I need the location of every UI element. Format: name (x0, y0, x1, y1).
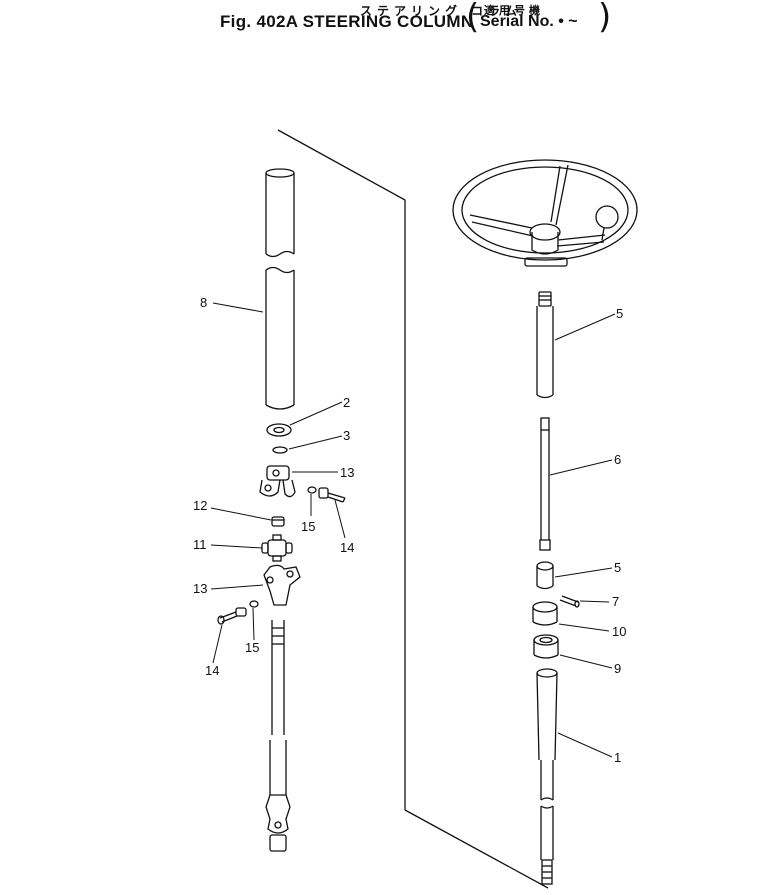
close-parenthesis: ) (598, 0, 612, 37)
yoke-part-13-lower (263, 564, 301, 606)
figure-title-block: ステアリング コラム Fig. 402A STEERING COLUMN ( 適… (0, 0, 768, 40)
ring-part-3 (272, 446, 288, 454)
callout-3: 3 (343, 428, 350, 443)
callout-7: 7 (612, 594, 619, 609)
serial-japanese: 適用号機 (484, 4, 544, 17)
lower-shaft-left (265, 620, 291, 852)
bearing-part-9 (533, 634, 559, 659)
cap-part-12 (271, 516, 285, 527)
column-tube-part-8 (265, 168, 295, 410)
callout-6: 6 (614, 452, 621, 467)
open-parenthesis: ( (466, 0, 480, 37)
callout-11: 11 (193, 537, 207, 552)
washer-part-15-lower (249, 600, 259, 608)
washer-part-15-upper (307, 486, 317, 494)
callout-12: 12 (193, 498, 207, 513)
callout-14-lower: 14 (205, 663, 219, 678)
callout-5-upper: 5 (616, 306, 623, 321)
leader-lines (210, 302, 616, 758)
figure-title: Fig. 402A STEERING COLUMN (220, 12, 474, 31)
yoke-part-13-upper (259, 465, 296, 498)
steering-wheel (452, 159, 638, 267)
callout-13-lower: 13 (193, 581, 207, 596)
callout-1: 1 (614, 750, 621, 765)
column-shaft-part-1 (536, 668, 558, 885)
callout-15-upper: 15 (301, 519, 315, 534)
spider-cross-part-11 (261, 534, 293, 562)
callout-5-lower: 5 (614, 560, 621, 575)
callout-9: 9 (614, 661, 621, 676)
callout-2: 2 (343, 395, 350, 410)
callout-15-lower: 15 (245, 640, 259, 655)
callout-14-upper: 14 (340, 540, 354, 555)
bearing-part-2 (266, 423, 292, 437)
upper-shaft-part-5 (536, 291, 554, 399)
callout-10: 10 (612, 624, 626, 639)
serial-number: Serial No. • ~ (480, 13, 578, 30)
assembly-bracket-bottom-line (404, 809, 549, 889)
callout-13-upper: 13 (340, 465, 354, 480)
bushing-part-10 (532, 601, 558, 626)
socket-part-5 (536, 561, 554, 590)
bolt-part-14-upper (318, 487, 346, 503)
assembly-bracket-line (277, 129, 406, 330)
inner-shaft-part-6 (539, 417, 551, 551)
callout-8: 8 (200, 295, 207, 310)
title-japanese: ステアリング コラム (360, 4, 522, 18)
pin-part-7 (559, 595, 580, 608)
bolt-part-14-lower (217, 607, 247, 625)
